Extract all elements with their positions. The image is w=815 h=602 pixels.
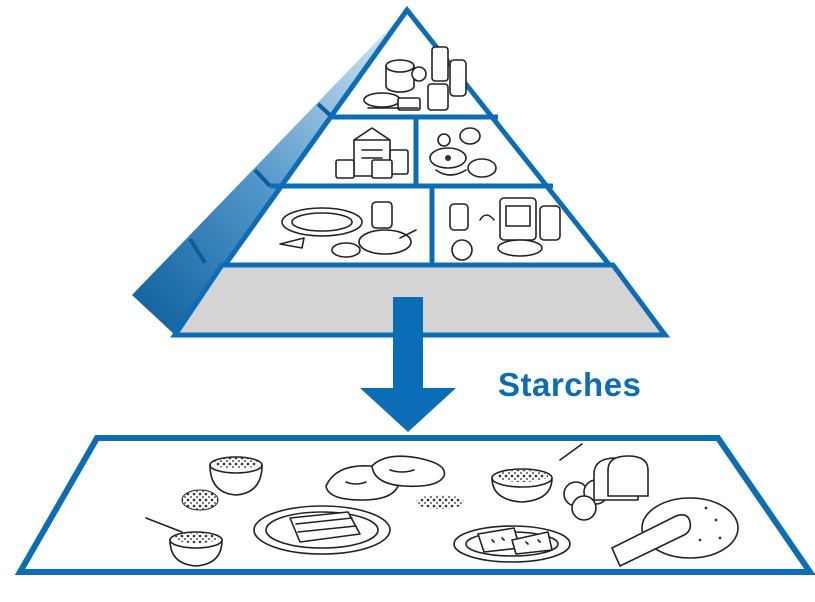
plate-with-pasta	[253, 505, 391, 555]
cereal-bowl	[209, 456, 263, 496]
starch-foods-illustration	[14, 435, 815, 575]
pyramid-top-foods	[363, 46, 467, 111]
starches-label: Starches	[498, 366, 642, 403]
pyramid-dairy-foods	[335, 127, 409, 179]
pyramid-vegetable-foods	[279, 201, 417, 258]
bread-slices	[593, 455, 649, 501]
rice-pile	[416, 495, 464, 509]
grain-pile	[181, 489, 219, 511]
plate-with-crackers	[453, 525, 571, 563]
food-pyramid-icon	[132, 5, 671, 338]
potatoes	[325, 455, 446, 501]
bowl-with-spoon	[145, 517, 223, 567]
down-arrow-icon	[360, 297, 456, 432]
cereal-bowl-right	[491, 443, 583, 503]
pyramid-protein-foods	[429, 127, 497, 178]
pyramid-fruit-foods	[449, 197, 561, 261]
tortilla-wrap	[611, 497, 739, 567]
